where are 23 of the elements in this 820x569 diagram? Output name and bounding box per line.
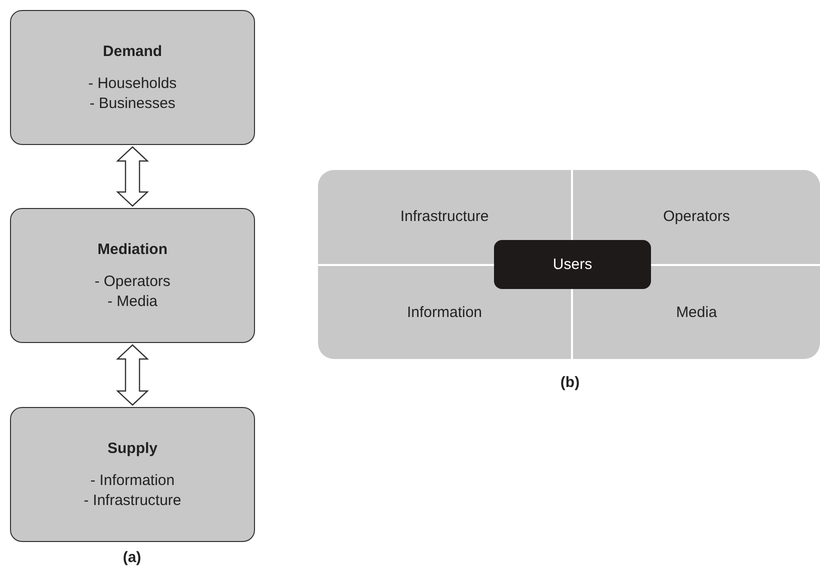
box-text: Infrastructure: [400, 207, 489, 227]
box-heading: Mediation: [98, 240, 168, 260]
box-text: - Media: [107, 292, 158, 312]
box-text: Information: [406, 302, 482, 322]
box-text: Media: [676, 302, 717, 322]
caption: (a): [122, 548, 142, 568]
box-text: - Households: [88, 74, 177, 94]
center-box: [494, 240, 651, 289]
panel-background: [318, 170, 820, 359]
process-box: [10, 10, 255, 145]
process-box: [10, 407, 255, 542]
double-arrow: [116, 146, 150, 207]
box-heading: Supply: [107, 438, 158, 458]
box-text: - Businesses: [90, 94, 176, 114]
box-text: - Infrastructure: [84, 490, 182, 510]
box-text: - Information: [90, 470, 175, 490]
double-arrow: [116, 344, 150, 406]
caption: (b): [559, 373, 581, 393]
box-text: Operators: [663, 207, 730, 227]
process-box: [10, 208, 255, 343]
box-heading: Demand: [102, 42, 162, 62]
box-text: - Operators: [94, 272, 170, 292]
box-text: Users: [552, 254, 592, 274]
